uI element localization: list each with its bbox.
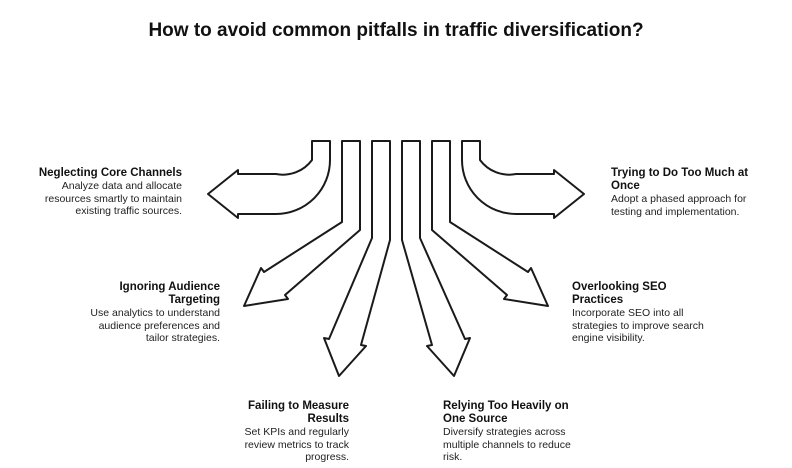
pitfall-block-ignoring-audience-targeting: Ignoring Audience Targeting Use analytic… (88, 281, 220, 345)
pitfall-block-neglecting-core-channels: Neglecting Core Channels Analyze data an… (30, 167, 182, 218)
diagram-title: How to avoid common pitfalls in traffic … (148, 20, 644, 41)
pitfall-block-failing-to-measure-results: Failing to Measure Results Set KPIs and … (236, 400, 349, 464)
pitfall-block-trying-to-do-too-much: Trying to Do Too Much at Once Adopt a ph… (611, 167, 761, 218)
arrow-trying-to-do-too-much (461, 140, 585, 219)
arrow-failing-to-measure-results (323, 140, 391, 377)
pitfall-heading: Failing to Measure Results (248, 400, 349, 425)
pitfall-heading: Relying Too Heavily on One Source (443, 400, 569, 425)
arrow-ignoring-audience-targeting (243, 140, 361, 307)
pitfall-description: Incorporate SEO into all strategies to i… (572, 307, 704, 344)
pitfall-block-overlooking-seo-practices: Overlooking SEO Practices Incorporate SE… (572, 281, 712, 345)
pitfall-heading: Trying to Do Too Much at Once (611, 167, 749, 192)
pitfall-heading: Neglecting Core Channels (38, 167, 182, 179)
pitfall-block-relying-on-one-source: Relying Too Heavily on One Source Divers… (443, 400, 575, 464)
pitfall-description: Adopt a phased approach for testing and … (611, 193, 747, 218)
pitfall-description: Diversify strategies across multiple cha… (443, 426, 571, 463)
pitfall-heading: Overlooking SEO Practices (572, 281, 667, 306)
pitfall-description: Analyze data and allocate resources smar… (44, 180, 182, 217)
pitfall-description: Use analytics to understand audience pre… (90, 307, 220, 344)
pitfall-heading: Ignoring Audience Targeting (119, 281, 220, 306)
arrow-overlooking-seo-practices (431, 140, 549, 307)
arrow-relying-on-one-source (401, 140, 471, 377)
arrow-neglecting-core-channels (207, 140, 331, 219)
pitfall-description: Set KPIs and regularly review metrics to… (244, 426, 349, 463)
